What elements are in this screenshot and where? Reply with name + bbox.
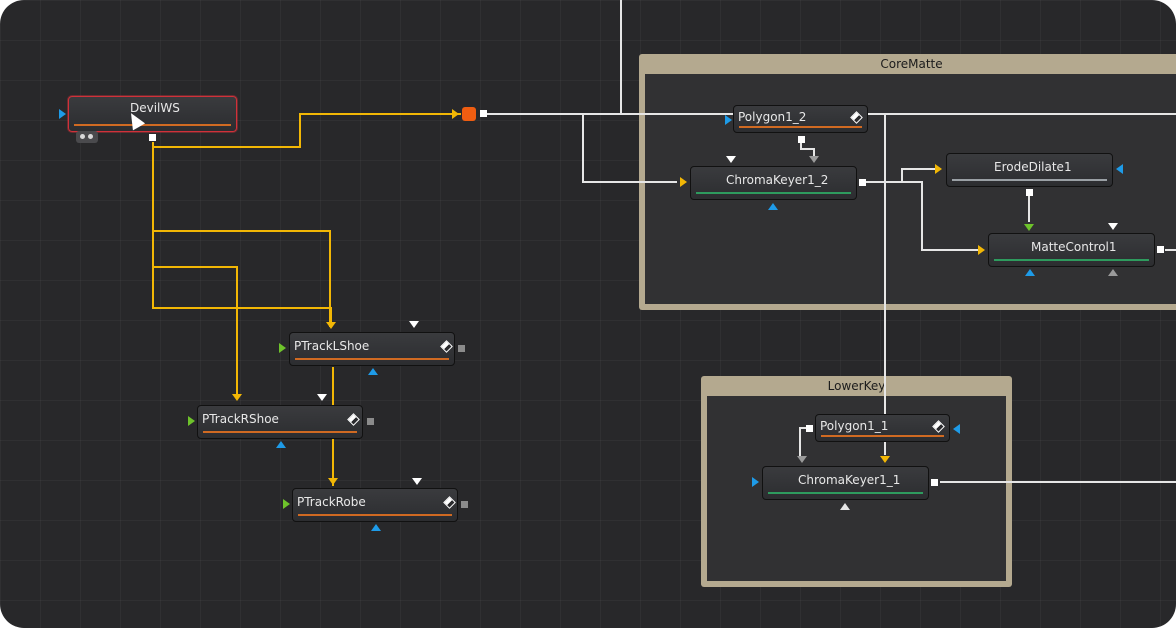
mattecontrol1-effect-icon[interactable] bbox=[1025, 269, 1035, 276]
wire-chroma-matte bbox=[865, 181, 980, 251]
wire-polygon-chroma bbox=[800, 140, 815, 157]
ptrackrshoe-output[interactable] bbox=[367, 418, 374, 425]
node-label: Polygon1_2 bbox=[738, 110, 807, 124]
polygon1_2-input-icon[interactable] bbox=[725, 115, 732, 125]
node-status-bar bbox=[298, 514, 452, 516]
chromakeyer1_2-input-icon[interactable] bbox=[680, 177, 687, 187]
version-icon[interactable] bbox=[440, 340, 453, 353]
ptrackrobe-input-icon[interactable] bbox=[283, 499, 290, 509]
mattecontrol1-foreground-icon[interactable] bbox=[1108, 269, 1118, 276]
wire-devilws-lshoe bbox=[153, 230, 331, 327]
chromakeyer1_1-garbage-icon[interactable] bbox=[797, 456, 807, 463]
wire-devilws-trunk bbox=[152, 147, 332, 327]
mattecontrol1-garbage-input-icon[interactable] bbox=[1024, 224, 1034, 231]
node-devilws[interactable]: DevilWS bbox=[68, 96, 237, 132]
node-label: PTrackRShoe bbox=[202, 412, 279, 426]
mattecontrol1-output[interactable] bbox=[1157, 246, 1164, 253]
ptracklshoe-input-arrow-icon bbox=[326, 322, 336, 329]
chromakeyer1_1-input-icon[interactable] bbox=[752, 477, 759, 487]
wire-chroma-erode bbox=[865, 168, 938, 183]
wire-merge-chroma bbox=[582, 114, 677, 183]
group-title: LowerKey bbox=[827, 379, 886, 393]
polygon1_1-output[interactable] bbox=[806, 425, 813, 432]
ptrackrobe-mask-icon[interactable] bbox=[412, 478, 422, 485]
chromakeyer1_2-output[interactable] bbox=[859, 179, 866, 186]
node-ptracklshoe[interactable]: PTrackLShoe bbox=[289, 332, 455, 366]
node-mattecontrol1[interactable]: MatteControl1 bbox=[988, 233, 1155, 267]
node-ptrackrshoe[interactable]: PTrackRShoe bbox=[197, 405, 363, 439]
polygon1_1-effect-icon[interactable] bbox=[953, 424, 960, 434]
node-label: PTrackRobe bbox=[297, 495, 366, 509]
merge-point[interactable] bbox=[462, 107, 476, 121]
node-label: PTrackLShoe bbox=[294, 339, 370, 353]
erodedilate1-effect-icon[interactable] bbox=[1116, 164, 1123, 174]
node-ptrackrobe[interactable]: PTrackRobe bbox=[292, 488, 458, 522]
ptrackrshoe-effect-icon[interactable] bbox=[276, 441, 286, 448]
ptrackrshoe-input-arrow-icon bbox=[232, 394, 242, 401]
chromakeyer1_2-mask-icon[interactable] bbox=[726, 156, 736, 163]
mattecontrol1-mask-icon[interactable] bbox=[1108, 223, 1118, 230]
version-icon[interactable] bbox=[443, 496, 456, 509]
merge-output[interactable] bbox=[480, 110, 487, 117]
wire-devilws-merge bbox=[152, 113, 461, 148]
devilws-output[interactable] bbox=[149, 134, 156, 141]
node-status-bar bbox=[994, 259, 1149, 261]
ptrackrshoe-mask-icon[interactable] bbox=[317, 394, 327, 401]
node-status-bar bbox=[952, 179, 1107, 181]
node-status-bar bbox=[696, 192, 851, 194]
ptracklshoe-mask-icon[interactable] bbox=[409, 321, 419, 328]
node-status-bar bbox=[295, 358, 449, 360]
version-icon[interactable] bbox=[850, 111, 863, 124]
ptrackrshoe-input-icon[interactable] bbox=[188, 416, 195, 426]
wire-polygon1_1-chroma bbox=[799, 427, 808, 456]
node-label: MatteControl1 bbox=[1031, 240, 1117, 254]
ptrackrobe-input-arrow-icon bbox=[328, 478, 338, 485]
ptracklshoe-output[interactable] bbox=[458, 345, 465, 352]
ptrackrobe-output[interactable] bbox=[461, 501, 468, 508]
node-chromakeyer1_2[interactable]: ChromaKeyer1_2 bbox=[690, 166, 857, 200]
version-icon[interactable] bbox=[932, 420, 945, 433]
chromakeyer1_1-output[interactable] bbox=[931, 479, 938, 486]
node-chromakeyer1_1[interactable]: ChromaKeyer1_1 bbox=[762, 466, 929, 500]
mattecontrol1-input-icon[interactable] bbox=[978, 245, 985, 255]
node-label: ChromaKeyer1_1 bbox=[798, 473, 901, 487]
node-status-bar bbox=[768, 492, 923, 494]
chromakeyer1_1-effect-icon[interactable] bbox=[840, 503, 850, 510]
node-status-bar bbox=[821, 435, 944, 437]
node-label: ChromaKeyer1_2 bbox=[726, 173, 829, 187]
ptracklshoe-input-icon[interactable] bbox=[279, 343, 286, 353]
node-polygon1_2[interactable]: Polygon1_2 bbox=[733, 105, 868, 133]
chromakeyer1_2-garbage-icon[interactable] bbox=[809, 156, 819, 163]
node-label: ErodeDilate1 bbox=[994, 160, 1072, 174]
ptrackrobe-effect-icon[interactable] bbox=[371, 524, 381, 531]
chromakeyer1_1-mask-icon[interactable] bbox=[880, 456, 890, 463]
merge-input-icon bbox=[452, 109, 459, 119]
devilws-input-icon[interactable] bbox=[59, 109, 66, 119]
chromakeyer1_2-effect-icon[interactable] bbox=[768, 203, 778, 210]
node-erodedilate1[interactable]: ErodeDilate1 bbox=[946, 153, 1113, 187]
erodedilate1-output[interactable] bbox=[1026, 189, 1033, 196]
ptracklshoe-effect-icon[interactable] bbox=[368, 368, 378, 375]
node-label: DevilWS bbox=[130, 101, 180, 115]
node-status-bar bbox=[74, 124, 231, 126]
node-status-bar bbox=[739, 126, 862, 128]
polygon1_2-output[interactable] bbox=[798, 136, 805, 143]
version-icon[interactable] bbox=[347, 413, 360, 426]
node-polygon1_1[interactable]: Polygon1_1 bbox=[815, 414, 950, 442]
erodedilate1-input-icon[interactable] bbox=[935, 164, 942, 174]
node-status-bar bbox=[203, 431, 357, 433]
group-title: CoreMatte bbox=[880, 57, 943, 71]
node-label: Polygon1_1 bbox=[820, 419, 889, 433]
wire-devilws-rshoe bbox=[153, 266, 238, 398]
view-toggle-icon[interactable] bbox=[76, 131, 98, 143]
